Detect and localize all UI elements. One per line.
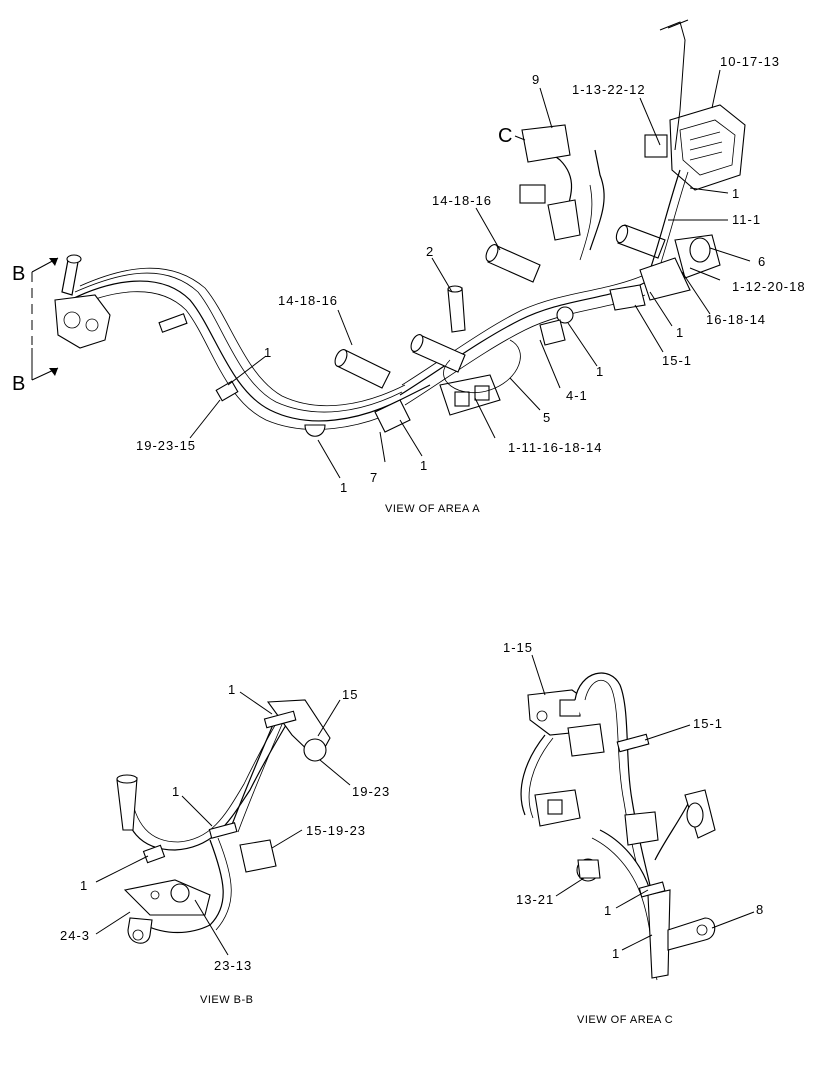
callout: 1 <box>604 903 612 918</box>
view-b-b-leaders <box>95 691 351 956</box>
callout: 15 <box>342 687 358 702</box>
view-b-b-labels: 1 15 19-23 1 15-19-23 1 24-3 23-13 VIEW … <box>60 682 390 1006</box>
callout: 4-1 <box>566 388 588 403</box>
callout: 1-13-22-12 <box>572 82 646 97</box>
callout: 6 <box>758 254 766 269</box>
area-a-drawing <box>54 19 746 437</box>
section-mark-b-bottom: B <box>12 373 25 395</box>
view-caption: VIEW B-B <box>200 994 254 1006</box>
callout: 1 <box>420 458 428 473</box>
callout: 14-18-16 <box>432 193 492 208</box>
callout: 1-11-16-18-14 <box>508 440 602 455</box>
callout: 10-17-13 <box>720 54 780 69</box>
callout: 24-3 <box>60 928 90 943</box>
callout: 19-23 <box>352 784 390 799</box>
area-a-labels: B B C 9 1-13-22-12 10-17-13 1 11-1 6 1-1… <box>12 54 806 515</box>
callout: 16-18-14 <box>706 312 766 327</box>
callout: 7 <box>370 470 378 485</box>
callout: 15-1 <box>693 716 723 731</box>
view-caption: VIEW OF AREA C <box>577 1014 673 1026</box>
callout: 1 <box>340 480 348 495</box>
cylinder-mid <box>410 334 466 373</box>
section-mark-b-top: B <box>12 263 25 285</box>
callout: 1-15 <box>503 640 533 655</box>
cylinder-right <box>615 224 666 259</box>
callout: 8 <box>756 902 764 917</box>
section-mark-c: C <box>498 125 512 147</box>
area-c-labels: 1-15 15-1 13-21 1 8 1 VIEW OF AREA C <box>503 640 764 1026</box>
callout: 5 <box>543 410 551 425</box>
callout: 23-13 <box>214 958 252 973</box>
callout: 1 <box>612 946 620 961</box>
callout: 11-1 <box>732 212 761 227</box>
callout: 1 <box>228 682 236 697</box>
callout: 15-1 <box>662 353 692 368</box>
callout: 1 <box>732 186 740 201</box>
area-c-leaders <box>531 654 755 951</box>
callout: 1 <box>80 878 88 893</box>
view-b-b-drawing <box>116 699 331 944</box>
cylinder-top <box>485 244 541 283</box>
view-caption: VIEW OF AREA A <box>385 503 480 515</box>
callout: 9 <box>532 72 540 87</box>
callout: 1 <box>264 345 272 360</box>
callout: 2 <box>426 244 434 259</box>
area-c-drawing <box>520 672 716 981</box>
callout: 1 <box>172 784 180 799</box>
callout: 13-21 <box>516 892 554 907</box>
area-a-leaders <box>31 69 751 479</box>
callout: 19-23-15 <box>136 438 196 453</box>
callout: 15-19-23 <box>306 823 366 838</box>
callout: 1 <box>676 325 684 340</box>
callout: 1-12-20-18 <box>732 279 806 294</box>
cylinder-left <box>334 349 391 389</box>
callout: 14-18-16 <box>278 293 338 308</box>
callout: 1 <box>596 364 604 379</box>
